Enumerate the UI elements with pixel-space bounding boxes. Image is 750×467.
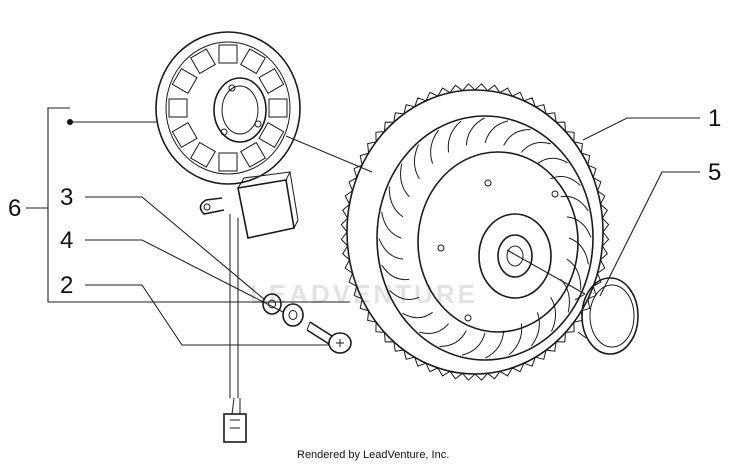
leader-lines bbox=[26, 107, 700, 346]
flywheel-fins bbox=[378, 117, 592, 359]
callout-5: 5 bbox=[708, 159, 721, 186]
callout-2: 2 bbox=[60, 272, 73, 299]
stator-coils bbox=[168, 44, 288, 172]
callout-1: 1 bbox=[708, 105, 721, 132]
stator bbox=[155, 31, 301, 185]
render-credit: Rendered by LeadVenture, Inc. bbox=[297, 449, 449, 461]
callout-3: 3 bbox=[60, 184, 73, 211]
watermark-text: LEADVENTURE bbox=[250, 279, 478, 309]
bolt bbox=[306, 321, 352, 354]
flywheel bbox=[340, 83, 610, 381]
callout-6: 6 bbox=[8, 195, 21, 222]
washer-4 bbox=[282, 303, 304, 327]
flywheel-teeth bbox=[340, 83, 610, 381]
bracket-dot bbox=[67, 119, 73, 125]
callout-4: 4 bbox=[60, 227, 73, 254]
flywheel-cap bbox=[574, 277, 639, 355]
pickup-sensor bbox=[199, 171, 299, 443]
